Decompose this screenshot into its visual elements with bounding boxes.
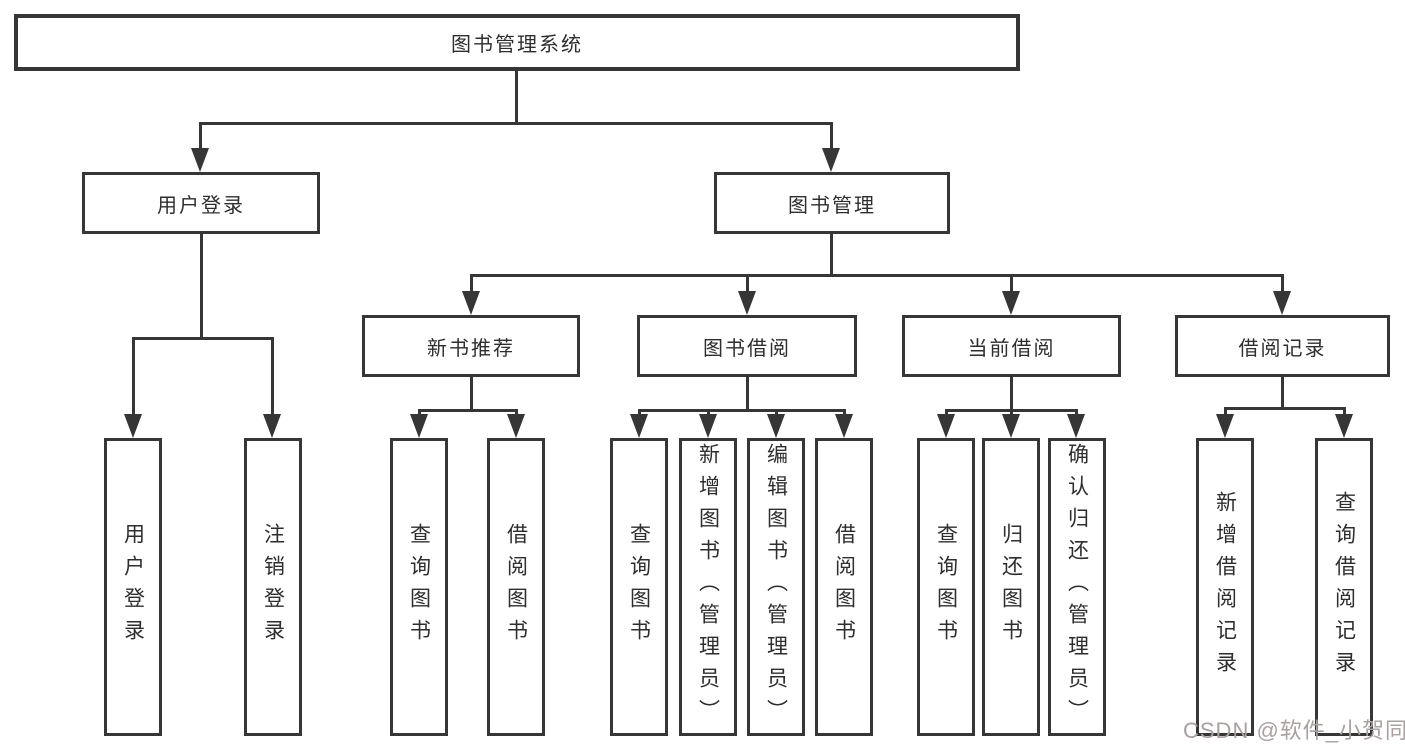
root-box-library-system: 图书管理系统 [14,14,1020,71]
connector-line [1010,377,1013,409]
connector-line [132,337,135,417]
arrowhead-icon [699,414,717,438]
connector-line [470,377,473,409]
connector-line [418,409,518,412]
arrowhead-icon [410,414,428,438]
connector-line [515,409,518,417]
leaf-add-borrow-record-box: 新增借阅记录 [1196,438,1254,736]
user-login-box: 用户登录 [82,172,320,234]
current-borrow-box: 当前借阅 [902,315,1121,377]
connector-line [132,337,274,340]
connector-line [707,409,710,417]
connector-line [1010,409,1013,417]
leaf-query-books-recommend-box: 查询图书 [390,438,448,736]
arrowhead-icon [835,414,853,438]
leaf-add-books-admin-box: 新增图书（管理员） [679,438,737,736]
connector-line [1224,407,1227,417]
connector-line [1343,407,1346,417]
arrowhead-icon [937,414,955,438]
leaf-return-books-box: 归还图书 [982,438,1040,736]
arrowhead-icon [507,414,525,438]
book-borrow-box: 图书借阅 [637,315,857,377]
connector-line [1281,377,1284,407]
leaf-borrow-books-recommend-box: 借阅图书 [487,438,545,736]
arrowhead-icon [1335,414,1353,438]
csdn-watermark: CSDN @软件_小贺同学 [1183,718,1405,743]
leaf-user-login-box: 用户登录 [104,438,162,736]
leaf-confirm-return-admin-box: 确认归还（管理员） [1048,438,1106,736]
connector-line [1281,274,1284,294]
connector-line [746,274,749,294]
new-book-recommend-box: 新书推荐 [362,315,580,377]
connector-line [638,409,846,412]
arrowhead-icon [738,291,756,315]
connector-line [470,274,1284,277]
connector-line [199,122,833,125]
arrowhead-icon [263,414,281,438]
leaf-logout-box: 注销登录 [244,438,302,736]
connector-line [830,122,833,150]
connector-line [1010,274,1013,294]
connector-line [271,337,274,417]
arrowhead-icon [1216,414,1234,438]
arrowhead-icon [1273,291,1291,315]
arrowhead-icon [767,414,785,438]
arrowhead-icon [630,414,648,438]
leaf-edit-books-admin-box: 编辑图书（管理员） [747,438,805,736]
connector-line [746,377,749,409]
arrowhead-icon [1067,414,1085,438]
leaf-query-books-borrow-box: 查询图书 [610,438,668,736]
connector-line [945,409,948,417]
arrowhead-icon [1002,291,1020,315]
leaf-query-books-current-box: 查询图书 [917,438,975,736]
book-management-box: 图书管理 [714,172,950,234]
connector-line [515,71,518,122]
arrowhead-icon [124,414,142,438]
connector-line [638,409,641,417]
connector-line [1224,407,1345,410]
connector-line [200,234,203,337]
arrowhead-icon [822,148,840,172]
connector-line [1075,409,1078,417]
connector-line [843,409,846,417]
arrowhead-icon [191,148,209,172]
arrowhead-icon [462,291,480,315]
connector-line [775,409,778,417]
connector-line [830,234,833,274]
connector-line [199,122,202,150]
leaf-borrow-books-box: 借阅图书 [815,438,873,736]
connector-line [418,409,421,417]
arrowhead-icon [1002,414,1020,438]
connector-line [470,274,473,294]
leaf-query-borrow-record-box: 查询借阅记录 [1315,438,1373,736]
borrow-record-box: 借阅记录 [1175,315,1390,377]
